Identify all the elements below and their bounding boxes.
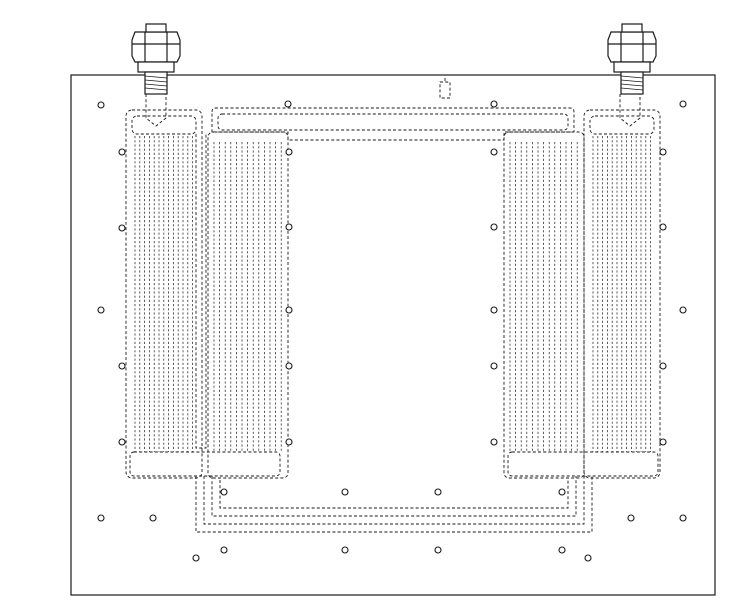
mounting-hole (341, 546, 349, 554)
mounting-hole (220, 546, 228, 554)
mounting-hole (341, 488, 349, 496)
mounting-hole (490, 223, 498, 231)
right-outer-manifold-inner (589, 115, 655, 135)
mounting-hole (220, 488, 228, 496)
mounting-hole (97, 306, 105, 314)
mounting-hole (627, 514, 635, 522)
left-outer-manifold-inner (131, 115, 197, 135)
mounting-hole (679, 100, 687, 108)
mounting-holes (97, 100, 687, 562)
top-manifold-inner (217, 113, 569, 131)
mounting-hole (285, 223, 293, 231)
mounting-hole (434, 546, 442, 554)
mounting-hole (284, 100, 292, 108)
mounting-hole (679, 306, 687, 314)
bottom-connector-core (219, 480, 569, 509)
mounting-hole (118, 224, 126, 232)
mounting-hole (97, 101, 105, 109)
mounting-hole (490, 306, 498, 314)
left-inner-body (207, 131, 289, 479)
fitting-right (607, 23, 657, 95)
mounting-hole (490, 362, 498, 370)
fitting-left (131, 23, 181, 95)
bottom-connector-outer (195, 476, 593, 533)
mounting-hole (118, 148, 126, 156)
bottom-manifold-right (507, 451, 659, 477)
bottom-manifold-left (129, 451, 281, 477)
mounting-hole (490, 438, 498, 446)
mounting-hole (118, 438, 126, 446)
mounting-hole (659, 438, 667, 446)
inlet-drop-right (619, 94, 641, 127)
mounting-hole (285, 148, 293, 156)
mounting-hole (285, 306, 293, 314)
center-port (439, 78, 451, 99)
mounting-hole (285, 362, 293, 370)
mounting-hole (97, 514, 105, 522)
mounting-hole (558, 488, 566, 496)
bottom-connector-mid (203, 476, 585, 525)
cooling-channels (134, 136, 651, 452)
mounting-hole (659, 362, 667, 370)
mounting-hole (584, 554, 592, 562)
mounting-hole (679, 514, 687, 522)
mounting-hole (192, 554, 200, 562)
left-outer-manifold (125, 109, 203, 479)
mounting-hole (490, 100, 498, 108)
plate-outline (70, 74, 716, 596)
bottom-connector-inner (211, 476, 577, 517)
mounting-hole (434, 488, 442, 496)
mounting-hole (490, 148, 498, 156)
right-inner-body (503, 131, 585, 479)
mounting-hole (558, 546, 566, 554)
left-return-tube (195, 134, 207, 449)
mounting-hole (285, 438, 293, 446)
top-manifold (211, 107, 575, 141)
mounting-hole (149, 514, 157, 522)
mounting-hole (118, 362, 126, 370)
right-outer-manifold (583, 109, 661, 479)
mounting-hole (659, 148, 667, 156)
mounting-hole (659, 223, 667, 231)
